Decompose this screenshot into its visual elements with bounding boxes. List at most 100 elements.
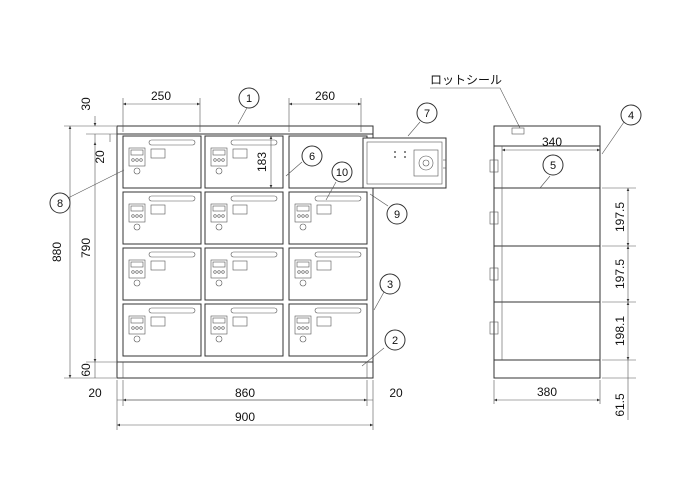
callout-10: 10 [331,161,353,183]
keypad-key [297,214,301,218]
locker-door [122,135,202,189]
keypad-key [305,270,309,274]
name-plate [150,148,166,159]
locker-door [122,303,202,357]
dial-icon [133,335,141,343]
keypad-display [296,261,310,268]
svg-text:3: 3 [387,279,393,291]
keypad-key [297,326,301,330]
callouts: 1 2 3 4 5 6 7 8 9 10 [49,87,642,367]
name-plate [232,260,248,271]
front-view: 250 260 880 790 30 20 60 183 20 860 20 9… [50,73,525,430]
keypad-display [296,205,310,212]
keypad-key [213,270,217,274]
dim-top-left-width: 250 [151,89,171,103]
svg-text:6: 6 [309,151,315,163]
keypad-key [131,214,135,218]
keypad-key [139,326,143,330]
keypad-lock-icon [294,315,312,335]
dim-inner-width: 860 [235,386,255,400]
keypad-display [212,205,226,212]
name-plate [150,204,166,215]
keypad-lock-icon [210,203,228,223]
dim-total-height: 880 [50,242,64,262]
dim-row3: 198.1 [613,316,627,346]
svg-text:8: 8 [57,198,63,210]
keypad-key [131,326,135,330]
door-handle-slot [314,195,362,202]
dim-depth-bottom: 380 [537,385,557,399]
door-handle-slot [148,139,196,146]
keypad-key [135,326,139,330]
svg-text:1: 1 [246,93,252,105]
locker-door [288,247,368,301]
keypad-key [131,158,135,162]
keypad-key [139,270,143,274]
dim-right-margin: 20 [389,386,403,400]
dial-icon [215,335,223,343]
keypad-key [305,214,309,218]
keypad-key [139,214,143,218]
svg-text:4: 4 [628,110,634,122]
callout-1: 1 [238,87,260,109]
door-handle-slot [230,139,278,146]
keypad-key [221,214,225,218]
callout-5: 5 [542,154,564,176]
dial-icon [215,223,223,231]
door-handle-slot [148,195,196,202]
callout-6: 6 [301,145,323,167]
keypad-key [305,326,309,330]
keypad-lock-icon [128,259,146,279]
svg-text:10: 10 [336,167,348,179]
dim-body-height: 790 [79,238,93,258]
keypad-display [130,317,144,324]
locker-door [204,303,284,357]
keypad-key [135,270,139,274]
keypad-key [217,270,221,274]
keypad-key [135,158,139,162]
door-handle-slot [314,307,362,314]
dim-door-height: 183 [255,152,269,172]
callout-9: 9 [386,203,408,225]
dim-row1: 197.5 [613,202,627,232]
dial-icon [299,335,307,343]
open-door [362,137,447,189]
keypad-display [130,205,144,212]
locker-door [122,247,202,301]
dim-base-height: 60 [79,363,93,377]
keypad-key [301,270,305,274]
keypad-key [221,326,225,330]
keypad-display [130,149,144,156]
name-plate [316,204,332,215]
dim-row2: 197.5 [613,259,627,289]
door-handle-slot [314,251,362,258]
locker-doors [122,135,368,357]
dial-icon [133,223,141,231]
locker-door [204,191,284,245]
keypad-key [213,158,217,162]
name-plate [150,316,166,327]
keypad-display [130,261,144,268]
name-plate [232,148,248,159]
side-hinges [489,159,499,335]
keypad-key [217,326,221,330]
keypad-lock-icon [210,147,228,167]
keypad-display [296,317,310,324]
keypad-display [212,149,226,156]
dim-top-right-width: 260 [315,89,335,103]
name-plate [232,316,248,327]
callout-3: 3 [379,273,401,295]
keypad-lock-icon [294,259,312,279]
keypad-lock-icon [210,259,228,279]
locker-door [122,191,202,245]
name-plate [232,204,248,215]
side-view: 340 197.5 197.5 198.1 61.5 380 [489,125,636,420]
keypad-key [139,158,143,162]
lot-seal-label: ロットシール [430,73,502,87]
door-handle-slot [230,195,278,202]
keypad-key [217,214,221,218]
dial-icon [133,167,141,175]
keypad-key [301,326,305,330]
keypad-display [212,261,226,268]
